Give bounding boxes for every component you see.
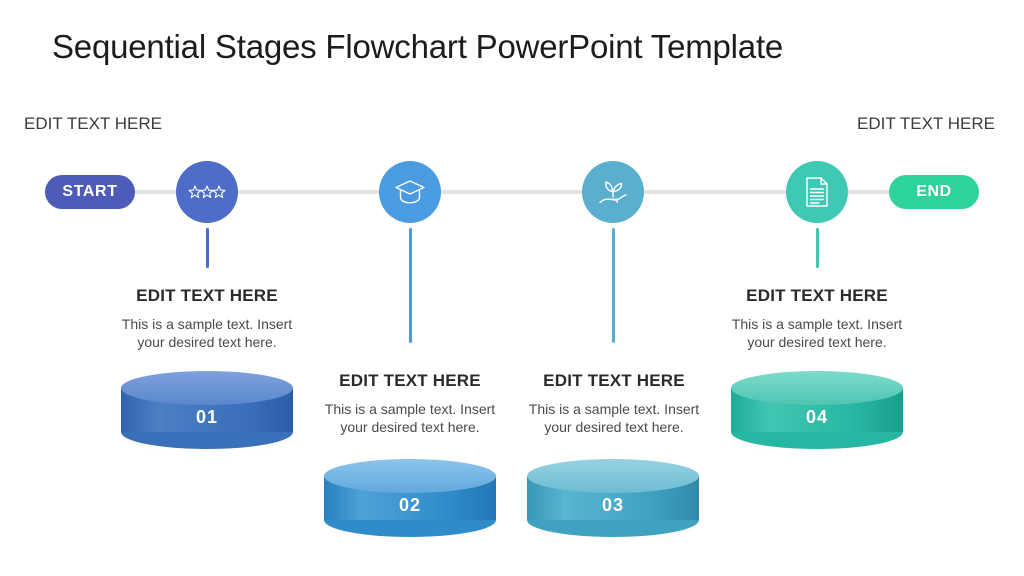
stage-body-2: This is a sample text. Insert your desir… [324, 401, 496, 435]
stage-body-4: This is a sample text. Insert your desir… [731, 316, 903, 350]
stage-textblock-3: EDIT TEXT HERE This is a sample text. In… [519, 371, 709, 436]
cylinder-top-4 [731, 371, 903, 405]
timeline-connector-line [86, 190, 938, 194]
cylinder-label-2: 02 [398, 495, 422, 515]
stage-stem-1 [206, 228, 209, 268]
stage-node-2[interactable] [379, 161, 441, 223]
left-edit-text-caption: EDIT TEXT HERE [24, 114, 162, 133]
stage-stem-4 [816, 228, 819, 268]
hand-plant-icon [596, 176, 630, 208]
stage-cylinder-2[interactable]: 02 [324, 459, 496, 537]
stage-node-1[interactable] [176, 161, 238, 223]
stage-node-4[interactable] [786, 161, 848, 223]
stage-stem-2 [409, 228, 412, 343]
graduation-cap-icon [394, 177, 426, 207]
stage-textblock-1: EDIT TEXT HERE This is a sample text. In… [112, 286, 302, 351]
stage-heading-4: EDIT TEXT HERE [746, 286, 888, 305]
cylinder-top-2 [324, 459, 496, 493]
stage-heading-1: EDIT TEXT HERE [136, 286, 278, 305]
stage-cylinder-3[interactable]: 03 [527, 459, 699, 537]
stage-textblock-2: EDIT TEXT HERE This is a sample text. In… [315, 371, 505, 436]
cylinder-top-1 [121, 371, 293, 405]
stage-body-3: This is a sample text. Insert your desir… [528, 401, 700, 435]
stage-cylinder-1[interactable]: 01 [121, 371, 293, 449]
document-icon [804, 176, 830, 208]
stage-stem-3 [612, 228, 615, 343]
cylinder-label-1: 01 [195, 407, 219, 427]
stage-node-3[interactable] [582, 161, 644, 223]
cylinder-top-3 [527, 459, 699, 493]
stage-heading-2: EDIT TEXT HERE [339, 371, 481, 390]
stage-textblock-4: EDIT TEXT HERE This is a sample text. In… [722, 286, 912, 351]
stage-heading-3: EDIT TEXT HERE [543, 371, 685, 390]
stage-cylinder-4[interactable]: 04 [731, 371, 903, 449]
start-pill[interactable]: START [45, 175, 135, 209]
right-edit-text-caption: EDIT TEXT HERE [857, 114, 995, 133]
stage-body-1: This is a sample text. Insert your desir… [121, 316, 293, 350]
end-pill[interactable]: END [889, 175, 979, 209]
cylinder-label-4: 04 [805, 407, 829, 427]
cylinder-label-3: 03 [601, 495, 625, 515]
three-stars-icon [188, 184, 226, 200]
page-title: Sequential Stages Flowchart PowerPoint T… [52, 28, 784, 65]
